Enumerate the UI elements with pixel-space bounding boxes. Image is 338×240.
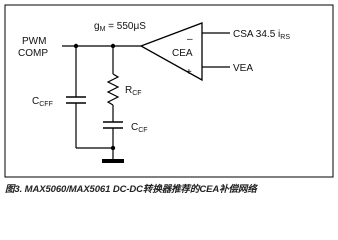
- ccf-label: CCF: [131, 122, 148, 134]
- schematic-figure: gM = 550μS CEA – + CSA 34.5 iRS VEA PWM …: [4, 4, 334, 195]
- gm-label: gM = 550μS: [94, 21, 146, 33]
- csa-label: CSA 34.5 iRS: [233, 29, 290, 41]
- rcf-resistor-symbol: [106, 73, 120, 106]
- plus-input-sign: +: [186, 67, 192, 78]
- compensation-network-schematic: gM = 550μS CEA – + CSA 34.5 iRS VEA PWM …: [4, 4, 334, 178]
- cea-amplifier-symbol: [139, 22, 203, 82]
- minus-input-sign: –: [187, 34, 193, 45]
- vea-label: VEA: [233, 63, 253, 74]
- rcf-label: RCF: [125, 85, 142, 97]
- ccff-label: CCFF: [32, 96, 53, 108]
- amplifier-name: CEA: [172, 48, 193, 59]
- figure-caption: 图3. MAX5060/MAX5061 DC-DC转换器推荐的CEA补偿网络: [5, 184, 257, 195]
- comp-label: COMP: [18, 48, 48, 59]
- pwm-label: PWM: [22, 36, 46, 47]
- figure-border: [4, 4, 334, 178]
- ground-symbol: [102, 159, 124, 163]
